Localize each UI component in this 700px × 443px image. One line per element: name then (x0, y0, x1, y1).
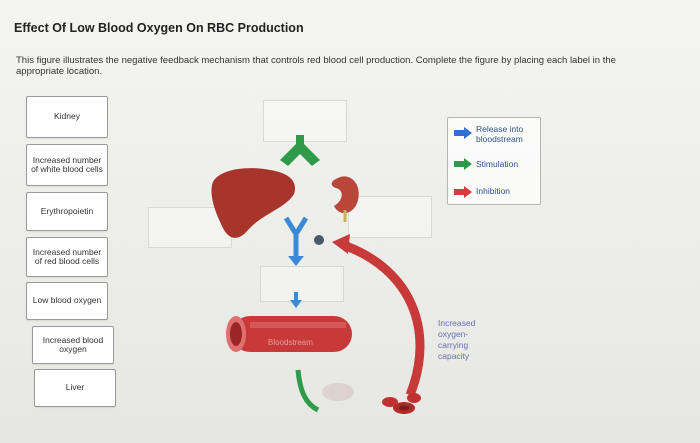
label-kidney[interactable]: Kidney (26, 96, 108, 138)
inhibition-curve-arrow (332, 234, 425, 397)
green-arrow-icon (454, 158, 472, 170)
label-erythropoietin-text: Erythropoietin (40, 205, 94, 216)
bloodstream-label: Bloodstream (268, 338, 313, 347)
label-increased-red-blood-cells[interactable]: Increased number of red blood cells (26, 237, 108, 277)
legend-stimulation: Stimulation (476, 159, 519, 169)
red-arrow-icon (454, 186, 472, 198)
page-title: Effect Of Low Blood Oxygen On RBC Produc… (14, 21, 304, 35)
drop-zone-right[interactable] (348, 196, 432, 238)
label-kidney-text: Kidney (54, 111, 80, 122)
drop-zone-left[interactable] (148, 207, 232, 248)
stimulation-arrow-bottom (295, 369, 320, 413)
label-increased-blood-oxygen-text: Increased blood oxygen (42, 334, 104, 354)
instructions-text: This figure illustrates the negative fee… (16, 55, 616, 77)
release-y-arrow (283, 216, 309, 266)
label-increased-white-blood-cells-text: Increased number of white blood cells (31, 154, 103, 174)
legend-inhibition: Inhibition (476, 186, 511, 196)
capacity-label: Increased oxygen-carrying capacity (438, 318, 476, 361)
drop-zone-middle[interactable] (260, 266, 344, 302)
drop-zone-top[interactable] (263, 100, 347, 142)
legend: Release into bloodstream Stimulation Inh… (447, 117, 541, 205)
blue-arrow-icon (454, 127, 472, 139)
label-increased-white-blood-cells[interactable]: Increased number of white blood cells (26, 144, 108, 186)
label-increased-blood-oxygen[interactable]: Increased blood oxygen (32, 326, 114, 364)
label-liver-text: Liver (65, 382, 85, 393)
label-increased-red-blood-cells-text: Increased number of red blood cells (32, 246, 102, 266)
red-blood-cells (382, 393, 421, 414)
hormone-dot (314, 235, 324, 245)
label-liver[interactable]: Liver (34, 369, 116, 407)
label-low-blood-oxygen[interactable]: Low blood oxygen (26, 282, 108, 320)
legend-release: Release into bloodstream (476, 124, 524, 144)
label-low-blood-oxygen-text: Low blood oxygen (32, 295, 102, 306)
label-erythropoietin[interactable]: Erythropoietin (26, 192, 108, 231)
